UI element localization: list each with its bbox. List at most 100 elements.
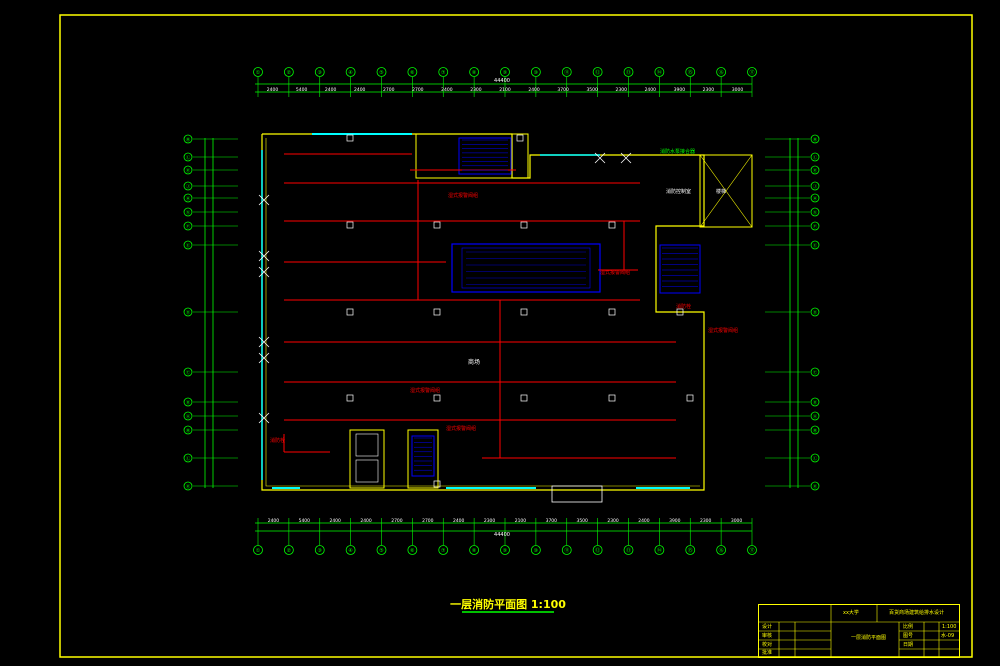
- tb-role-2: 审核: [762, 633, 773, 639]
- hydrant-valve: [620, 152, 632, 164]
- tb-no-value: 水-09: [941, 633, 955, 639]
- bottom-dim-text: 2300: [484, 518, 496, 524]
- sprinkler-pipes: [283, 153, 676, 459]
- top-axis-circle: [376, 67, 387, 77]
- bottom-axis-circle: [592, 545, 603, 555]
- top-axis-label: ⑰: [749, 69, 754, 76]
- top-dim-text: 3000: [732, 87, 744, 93]
- right-axis-circle: [810, 425, 820, 435]
- bottom-dim-text: 3500: [576, 518, 588, 524]
- top-axis-label: ③: [318, 70, 322, 76]
- machine-room-label: 消防控制室: [666, 188, 691, 195]
- bottom-axis-label: ⑫: [595, 547, 600, 554]
- bottom-dim-text: 2400: [360, 518, 372, 524]
- left-axis-circle: [183, 181, 193, 191]
- left-axis-label: Ⓙ: [186, 183, 191, 190]
- left-axis-label: Ⓓ: [186, 309, 191, 316]
- left-axis-circle: [183, 165, 193, 175]
- room-label: 商场: [468, 358, 480, 366]
- right-axis-label: Ⓜ: [813, 136, 818, 143]
- top-axis-circle: [345, 67, 356, 77]
- left-axis-label: Ⓚ: [186, 167, 191, 174]
- top-dim-text: 3900: [674, 87, 686, 93]
- sprinkler-note-3: 湿式报警阀组: [410, 387, 440, 394]
- right-axis-circle: [810, 152, 820, 162]
- top-dim-text: 3700: [557, 87, 569, 93]
- sprinkler-head: [346, 221, 354, 229]
- sprinkler-head: [346, 394, 354, 402]
- right-axis-circle: [810, 411, 820, 421]
- tb-project: 百货商场建筑给排水设计: [889, 610, 945, 616]
- left-axis-label: Ⓑ: [186, 399, 191, 406]
- sprinkler-note-1: 湿式报警阀组: [448, 192, 478, 199]
- top-axis-label: ⑤: [379, 70, 383, 76]
- top-dim-text: 2300: [703, 87, 715, 93]
- bottom-axis-circle: [469, 545, 480, 555]
- right-axis-circle: [810, 181, 820, 191]
- tb-role-3: 校对: [762, 642, 773, 648]
- hydrant-valve: [258, 336, 270, 348]
- bottom-axis-label: ⑪: [564, 547, 569, 554]
- bottom-axis-label: ⑤: [379, 548, 383, 554]
- sprinkler-head: [520, 308, 528, 316]
- top-axis-label: ⑯: [719, 69, 724, 76]
- right-axis-label: Ⓙ: [813, 183, 818, 190]
- top-axis-circle: [283, 67, 294, 77]
- bottom-dim-text: 2700: [391, 518, 403, 524]
- left-axis-circle: [183, 307, 193, 317]
- top-dim-text: 2400: [441, 87, 453, 93]
- left-axis-label: Ⓒ: [186, 369, 191, 376]
- sprinkler-head: [608, 394, 616, 402]
- right-axis-label: Ⓓ: [813, 309, 818, 316]
- bottom-axis-label: ③: [318, 548, 322, 554]
- bottom-axis-circle: [747, 545, 757, 555]
- tb-scale-value: 1:100: [942, 624, 957, 630]
- top-axis-circle: [314, 67, 325, 77]
- sprinkler-head: [608, 308, 616, 316]
- sprinkler-head: [520, 394, 528, 402]
- top-dim-text: 2300: [470, 87, 482, 93]
- title-block: xx大学 百货商场建筑给排水设计 一层消防平面图 设计 审核 校对 批准 比例 …: [758, 604, 960, 658]
- left-axis-label: Ⓛ: [186, 455, 191, 462]
- sprinkler-heads: [346, 134, 694, 488]
- left-axis-circle: [183, 134, 193, 144]
- hydrant-valve: [258, 250, 270, 262]
- top-axis-label: ⑪: [564, 69, 569, 76]
- right-axis-circle: [810, 165, 820, 175]
- tb-role-1: 设计: [762, 624, 773, 630]
- right-axis-circle: [810, 481, 820, 491]
- left-axis-circle: [183, 207, 193, 217]
- left-axis-label: Ⓖ: [186, 209, 191, 216]
- bottom-axis-circle: [376, 545, 387, 555]
- top-dim-text: 2400: [645, 87, 657, 93]
- bottom-dim-text: 2700: [422, 518, 434, 524]
- hydrant-label-1: 消防栓: [270, 437, 285, 444]
- bottom-dim-text: 2300: [700, 518, 712, 524]
- tb-school: xx大学: [843, 610, 859, 616]
- drawing-title: 一层消防平面图 1:100: [450, 597, 566, 611]
- right-axis-circle: [810, 134, 820, 144]
- top-dim-text: 2400: [528, 87, 540, 93]
- bottom-dim-text: 2400: [453, 518, 465, 524]
- bottom-dim-text: 3000: [731, 518, 743, 524]
- right-axis-circle: [810, 307, 820, 317]
- bottom-dim-text: 2100: [515, 518, 527, 524]
- left-axis-label: Ⓗ: [186, 195, 191, 202]
- hydrant-label-2: 消防栓: [676, 303, 691, 310]
- bottom-total-dim: 44400: [494, 532, 510, 538]
- top-axis-label: ⑮: [688, 69, 693, 76]
- bottom-axis-circle: [654, 545, 665, 555]
- left-axis-label: Ⓜ: [186, 427, 191, 434]
- top-axis-label: ⑭: [657, 69, 662, 76]
- left-axis-circle: [183, 221, 193, 231]
- stair-label: 楼梯: [716, 188, 726, 195]
- right-axis-label: Ⓕ: [813, 223, 818, 230]
- top-axis-label: ⑩: [534, 70, 539, 76]
- right-axis-label: Ⓛ: [813, 154, 818, 161]
- right-axis-circle: [810, 193, 820, 203]
- left-axis-circle: [183, 367, 193, 377]
- top-axis-circle: [530, 67, 541, 77]
- hydrant-valve: [594, 152, 606, 164]
